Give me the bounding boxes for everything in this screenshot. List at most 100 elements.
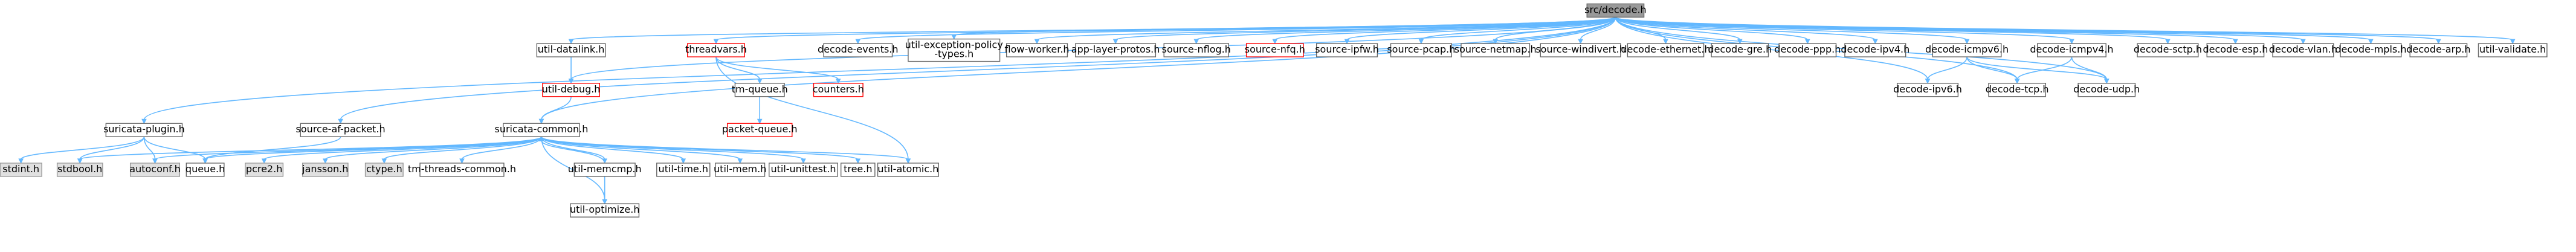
graph-node-decode-ipv4[interactable]: decode-ipv4.h — [1841, 43, 1909, 57]
node-box — [726, 123, 793, 137]
graph-node-util-exc[interactable]: util-exception-policy-types.h — [905, 38, 1003, 62]
graph-node-root[interactable]: src/decode.h — [1584, 3, 1647, 18]
graph-node-decode-mpls[interactable]: decode-mpls.h — [2335, 43, 2406, 57]
node-box — [419, 163, 505, 177]
graph-node-source-nfq[interactable]: source-nfq.h — [1245, 43, 1305, 57]
graph-node-decode-esp[interactable]: decode-esp.h — [2203, 43, 2268, 57]
node-box — [503, 123, 580, 137]
graph-node-decode-ipv6[interactable]: decode-ipv6.h — [1893, 83, 1962, 97]
graph-node-queue[interactable]: queue.h — [186, 163, 225, 177]
graph-node-suricata-plugin[interactable]: suricata-plugin.h — [103, 123, 185, 137]
graph-node-source-netmap[interactable]: source-netmap.h — [1454, 43, 1537, 57]
node-label: decode-ipv4.h — [1841, 44, 1909, 55]
graph-node-suricata-common[interactable]: suricata-common.h — [495, 123, 589, 137]
graph-node-source-af-packet[interactable]: source-af-packet.h — [296, 123, 386, 137]
graph-node-util-atomic[interactable]: util-atomic.h — [877, 163, 939, 177]
graph-node-decode-tcp[interactable]: decode-tcp.h — [1986, 83, 2049, 97]
node-box — [536, 43, 606, 57]
node-label: decode-vlan.h — [2269, 44, 2337, 55]
graph-node-decode-icmpv6[interactable]: decode-icmpv6.h — [1925, 43, 2009, 57]
graph-edge-root-to-decode-esp — [1615, 16, 2238, 45]
graph-node-decode-udp[interactable]: decode-udp.h — [2073, 83, 2140, 97]
graph-node-source-ipfw[interactable]: source-ipfw.h — [1315, 43, 1379, 57]
graph-edge-root-to-decode-icmpv4 — [1615, 16, 2074, 45]
node-label: decode-udp.h — [2073, 83, 2140, 95]
node-box — [715, 163, 766, 177]
node-label: util-debug.h — [542, 83, 601, 95]
graph-node-jansson[interactable]: jansson.h — [302, 163, 349, 177]
graph-node-decode-vlan[interactable]: decode-vlan.h — [2269, 43, 2337, 57]
node-box — [813, 83, 864, 97]
node-box — [1988, 83, 2047, 97]
node-label: -types.h — [934, 48, 973, 60]
graph-node-app-layer[interactable]: app-layer-protos.h — [1071, 43, 1160, 57]
graph-node-util-time[interactable]: util-time.h — [656, 163, 711, 177]
node-box — [1006, 43, 1068, 57]
graph-node-util-debug[interactable]: util-debug.h — [542, 83, 601, 97]
graph-node-packet-queue[interactable]: packet-queue.h — [722, 123, 798, 137]
graph-node-util-mem[interactable]: util-mem.h — [714, 163, 766, 177]
graph-edge-suricata-common-to-jansson — [322, 136, 542, 164]
node-label: stdbool.h — [57, 163, 102, 175]
node-box — [2206, 43, 2265, 57]
graph-node-autoconf[interactable]: autoconf.h — [129, 163, 181, 177]
node-box — [1540, 43, 1621, 57]
node-label: util-datalink.h — [538, 44, 605, 55]
graph-node-threadvars[interactable]: threadvars.h — [685, 43, 747, 57]
graph-node-flow-worker[interactable]: flow-worker.h — [1005, 43, 1070, 57]
graph-node-source-windivert[interactable]: source-windivert.h — [1535, 43, 1625, 57]
node-box — [542, 83, 600, 97]
graph-edge-suricata-common-to-ctype — [381, 136, 542, 164]
graph-edge-root-to-util-exc — [951, 16, 1616, 40]
node-box — [1711, 43, 1769, 57]
graph-node-counters[interactable]: counters.h — [813, 83, 864, 97]
node-box — [186, 163, 225, 177]
graph-node-decode-events[interactable]: decode-events.h — [818, 43, 899, 57]
graph-edge-suricata-common-to-stdbool — [77, 136, 542, 164]
node-label: decode-arp.h — [2406, 44, 2470, 55]
node-label: util-atomic.h — [877, 163, 938, 175]
graph-edge-decode-icmpv4-to-decode-udp — [2071, 56, 2110, 84]
graph-edge-root-to-decode-mpls — [1615, 16, 2374, 45]
graph-node-util-unittest[interactable]: util-unittest.h — [769, 163, 838, 177]
node-box — [1586, 3, 1645, 18]
graph-edge-suricata-common-to-queue — [202, 136, 542, 164]
graph-node-decode-ppp[interactable]: decode-ppp.h — [1774, 43, 1841, 57]
graph-edge-root-to-source-windivert — [1578, 17, 1616, 45]
graph-node-stdbool[interactable]: stdbool.h — [56, 163, 103, 177]
graph-edge-util-memcmp-to-suricata-common — [538, 136, 605, 164]
node-label: util-validate.h — [2479, 44, 2546, 55]
graph-node-util-optimize[interactable]: util-optimize.h — [570, 203, 640, 218]
node-label: decode-gre.h — [1708, 44, 1772, 55]
node-box — [570, 203, 640, 218]
node-label: decode-ethernet.h — [1621, 44, 1710, 55]
node-label: util-memcmp.h — [568, 163, 642, 175]
graph-node-decode-arp[interactable]: decode-arp.h — [2406, 43, 2470, 57]
graph-node-tree[interactable]: tree.h — [841, 163, 876, 177]
node-label: tm-queue.h — [732, 83, 788, 95]
graph-node-util-validate[interactable]: util-validate.h — [2478, 43, 2548, 57]
graph-edge-root-to-source-nfq — [1272, 16, 1616, 45]
node-label: autoconf.h — [129, 163, 180, 175]
graph-node-decode-ethernet[interactable]: decode-ethernet.h — [1621, 43, 1711, 57]
node-box — [841, 163, 876, 177]
node-label: ctype.h — [366, 163, 402, 175]
graph-node-source-pcap[interactable]: source-pcap.h — [1387, 43, 1455, 57]
graph-node-decode-icmpv4[interactable]: decode-icmpv4.h — [2030, 43, 2114, 57]
graph-node-decode-gre[interactable]: decode-gre.h — [1708, 43, 1772, 57]
graph-node-ctype[interactable]: ctype.h — [364, 163, 404, 177]
graph-node-stdint[interactable]: stdint.h — [0, 163, 42, 177]
graph-node-util-datalink[interactable]: util-datalink.h — [536, 43, 606, 57]
graph-node-decode-sctp[interactable]: decode-sctp.h — [2134, 43, 2202, 57]
graph-node-source-nflog[interactable]: source-nflog.h — [1162, 43, 1231, 57]
node-box — [2340, 43, 2402, 57]
graph-edge-suricata-common-to-pcre2 — [261, 136, 542, 164]
node-label: decode-icmpv6.h — [1925, 44, 2009, 55]
node-label: src/decode.h — [1584, 4, 1647, 15]
graph-node-pcre2[interactable]: pcre2.h — [245, 163, 284, 177]
graph-node-util-memcmp[interactable]: util-memcmp.h — [568, 163, 642, 177]
node-box — [1896, 83, 1959, 97]
graph-edge-root-to-suricata-plugin — [141, 17, 1616, 124]
graph-node-tm-threads-common[interactable]: tm-threads-common.h — [408, 163, 516, 177]
graph-node-tm-queue[interactable]: tm-queue.h — [732, 83, 788, 97]
